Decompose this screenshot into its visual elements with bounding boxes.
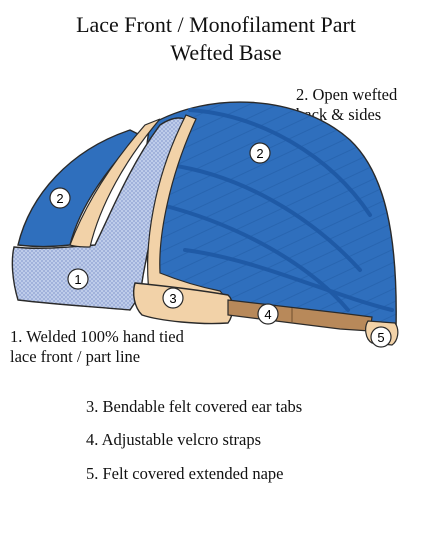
marker-4: 4 — [257, 303, 279, 325]
callout-welded-lace-line-1: 1. Welded 100% hand tied — [10, 327, 184, 346]
marker-1: 1 — [67, 268, 89, 290]
svg-text:5: 5 — [377, 330, 384, 345]
svg-text:3: 3 — [169, 291, 176, 306]
svg-text:2: 2 — [256, 146, 263, 161]
weft-rows — [160, 108, 394, 312]
callout-open-wefted-line-1: 2. Open wefted — [296, 85, 398, 104]
marker-2-right: 2 — [249, 142, 271, 164]
svg-text:1: 1 — [74, 272, 81, 287]
svg-text:4: 4 — [264, 307, 271, 322]
callout-open-wefted: 2. Open wefted back & sides — [296, 85, 397, 125]
callout-welded-lace-line-2: lace front / part line — [10, 347, 141, 366]
wig-cap-diagram: 1 2 2 3 4 5 — [11, 101, 399, 348]
marker-3: 3 — [162, 287, 184, 309]
svg-text:2: 2 — [56, 191, 63, 206]
marker-2-left: 2 — [49, 187, 71, 209]
title-line-1: Lace Front / Monofilament Part — [76, 12, 356, 37]
felt-trim-front — [69, 118, 161, 248]
ear-tab — [133, 282, 234, 325]
felt-trim-part — [147, 114, 234, 306]
legend-item-5: 5. Felt covered extended nape — [86, 464, 284, 483]
legend-item-3: 3. Bendable felt covered ear tabs — [86, 397, 303, 416]
marker-5: 5 — [370, 326, 392, 348]
legend-item-4: 4. Adjustable velcro straps — [86, 430, 262, 449]
callout-welded-lace: 1. Welded 100% hand tied lace front / pa… — [10, 327, 184, 367]
title-line-2: Wefted Base — [170, 40, 282, 65]
